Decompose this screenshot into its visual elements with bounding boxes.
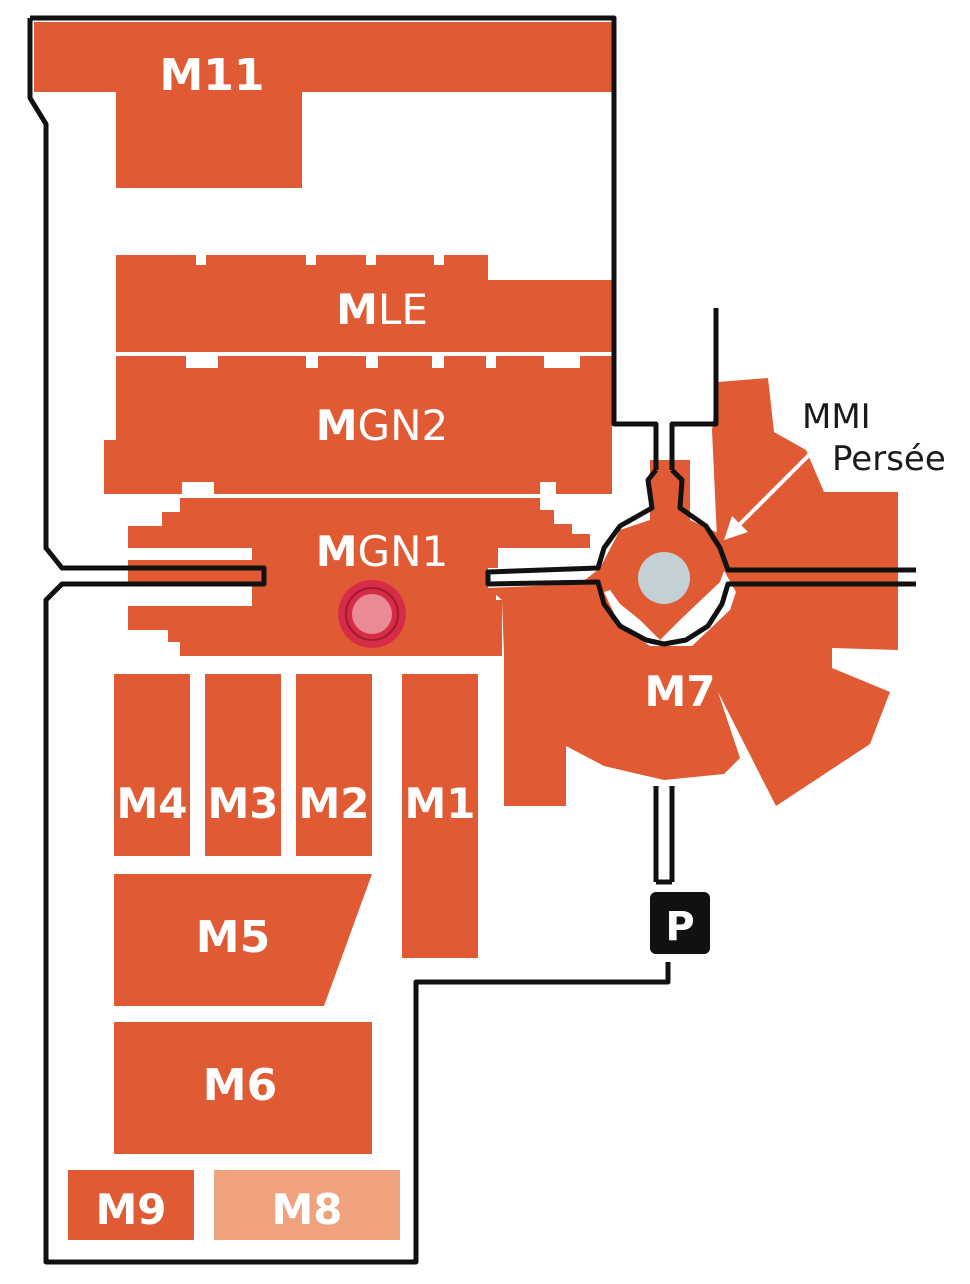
building-m2[interactable]: M2 — [296, 674, 372, 856]
location-marker-icon[interactable] — [338, 580, 406, 648]
rotunda-center — [638, 552, 690, 604]
building-m7-label: M7 — [644, 667, 715, 716]
building-m4[interactable]: M4 — [114, 674, 190, 856]
mmi-persee-annotation: MMI Persée — [802, 397, 946, 479]
parking-icon[interactable]: P — [650, 892, 710, 954]
building-m1[interactable]: M1 — [402, 674, 478, 958]
building-mle-label-bold: M — [336, 285, 378, 334]
building-m3[interactable]: M3 — [205, 674, 281, 856]
building-mgn2-label-rest: GN2 — [358, 401, 449, 450]
building-m9-label: M9 — [95, 1185, 166, 1234]
building-m8[interactable]: M8 — [214, 1170, 400, 1240]
campus-outline — [27, 15, 916, 1265]
building-m5-label: M5 — [196, 912, 270, 963]
building-m6-label: M6 — [203, 1060, 277, 1111]
arrow-icon — [724, 450, 814, 540]
building-mgn2-label-bold: M — [316, 401, 358, 450]
building-m11[interactable]: M11 — [34, 22, 612, 188]
building-mle[interactable]: MLE — [116, 255, 612, 352]
building-mgn1-label-bold: M — [316, 527, 358, 576]
building-m2-label: M2 — [298, 779, 369, 828]
annotation-line2: Persée — [832, 439, 946, 479]
building-m7[interactable]: M7 — [488, 378, 898, 806]
building-mgn1[interactable]: MGN1 — [128, 498, 590, 656]
building-m6[interactable]: M6 — [114, 1022, 372, 1154]
building-mle-label-rest: LE — [378, 285, 428, 334]
svg-text:MLE: MLE — [336, 285, 428, 334]
building-m1-label: M1 — [404, 779, 475, 828]
parking-label: P — [665, 904, 694, 950]
building-m9[interactable]: M9 — [68, 1170, 194, 1240]
svg-text:MGN1: MGN1 — [316, 527, 448, 576]
annotation-line1: MMI — [802, 397, 871, 437]
building-m11-label: M11 — [159, 50, 264, 101]
building-m4-label: M4 — [116, 779, 187, 828]
building-mgn2[interactable]: MGN2 — [104, 356, 612, 494]
building-m8-label: M8 — [271, 1185, 342, 1234]
building-m3-label: M3 — [207, 779, 278, 828]
svg-text:MGN2: MGN2 — [316, 401, 448, 450]
building-m5[interactable]: M5 — [114, 874, 372, 1006]
building-mgn1-label-rest: GN1 — [358, 527, 449, 576]
